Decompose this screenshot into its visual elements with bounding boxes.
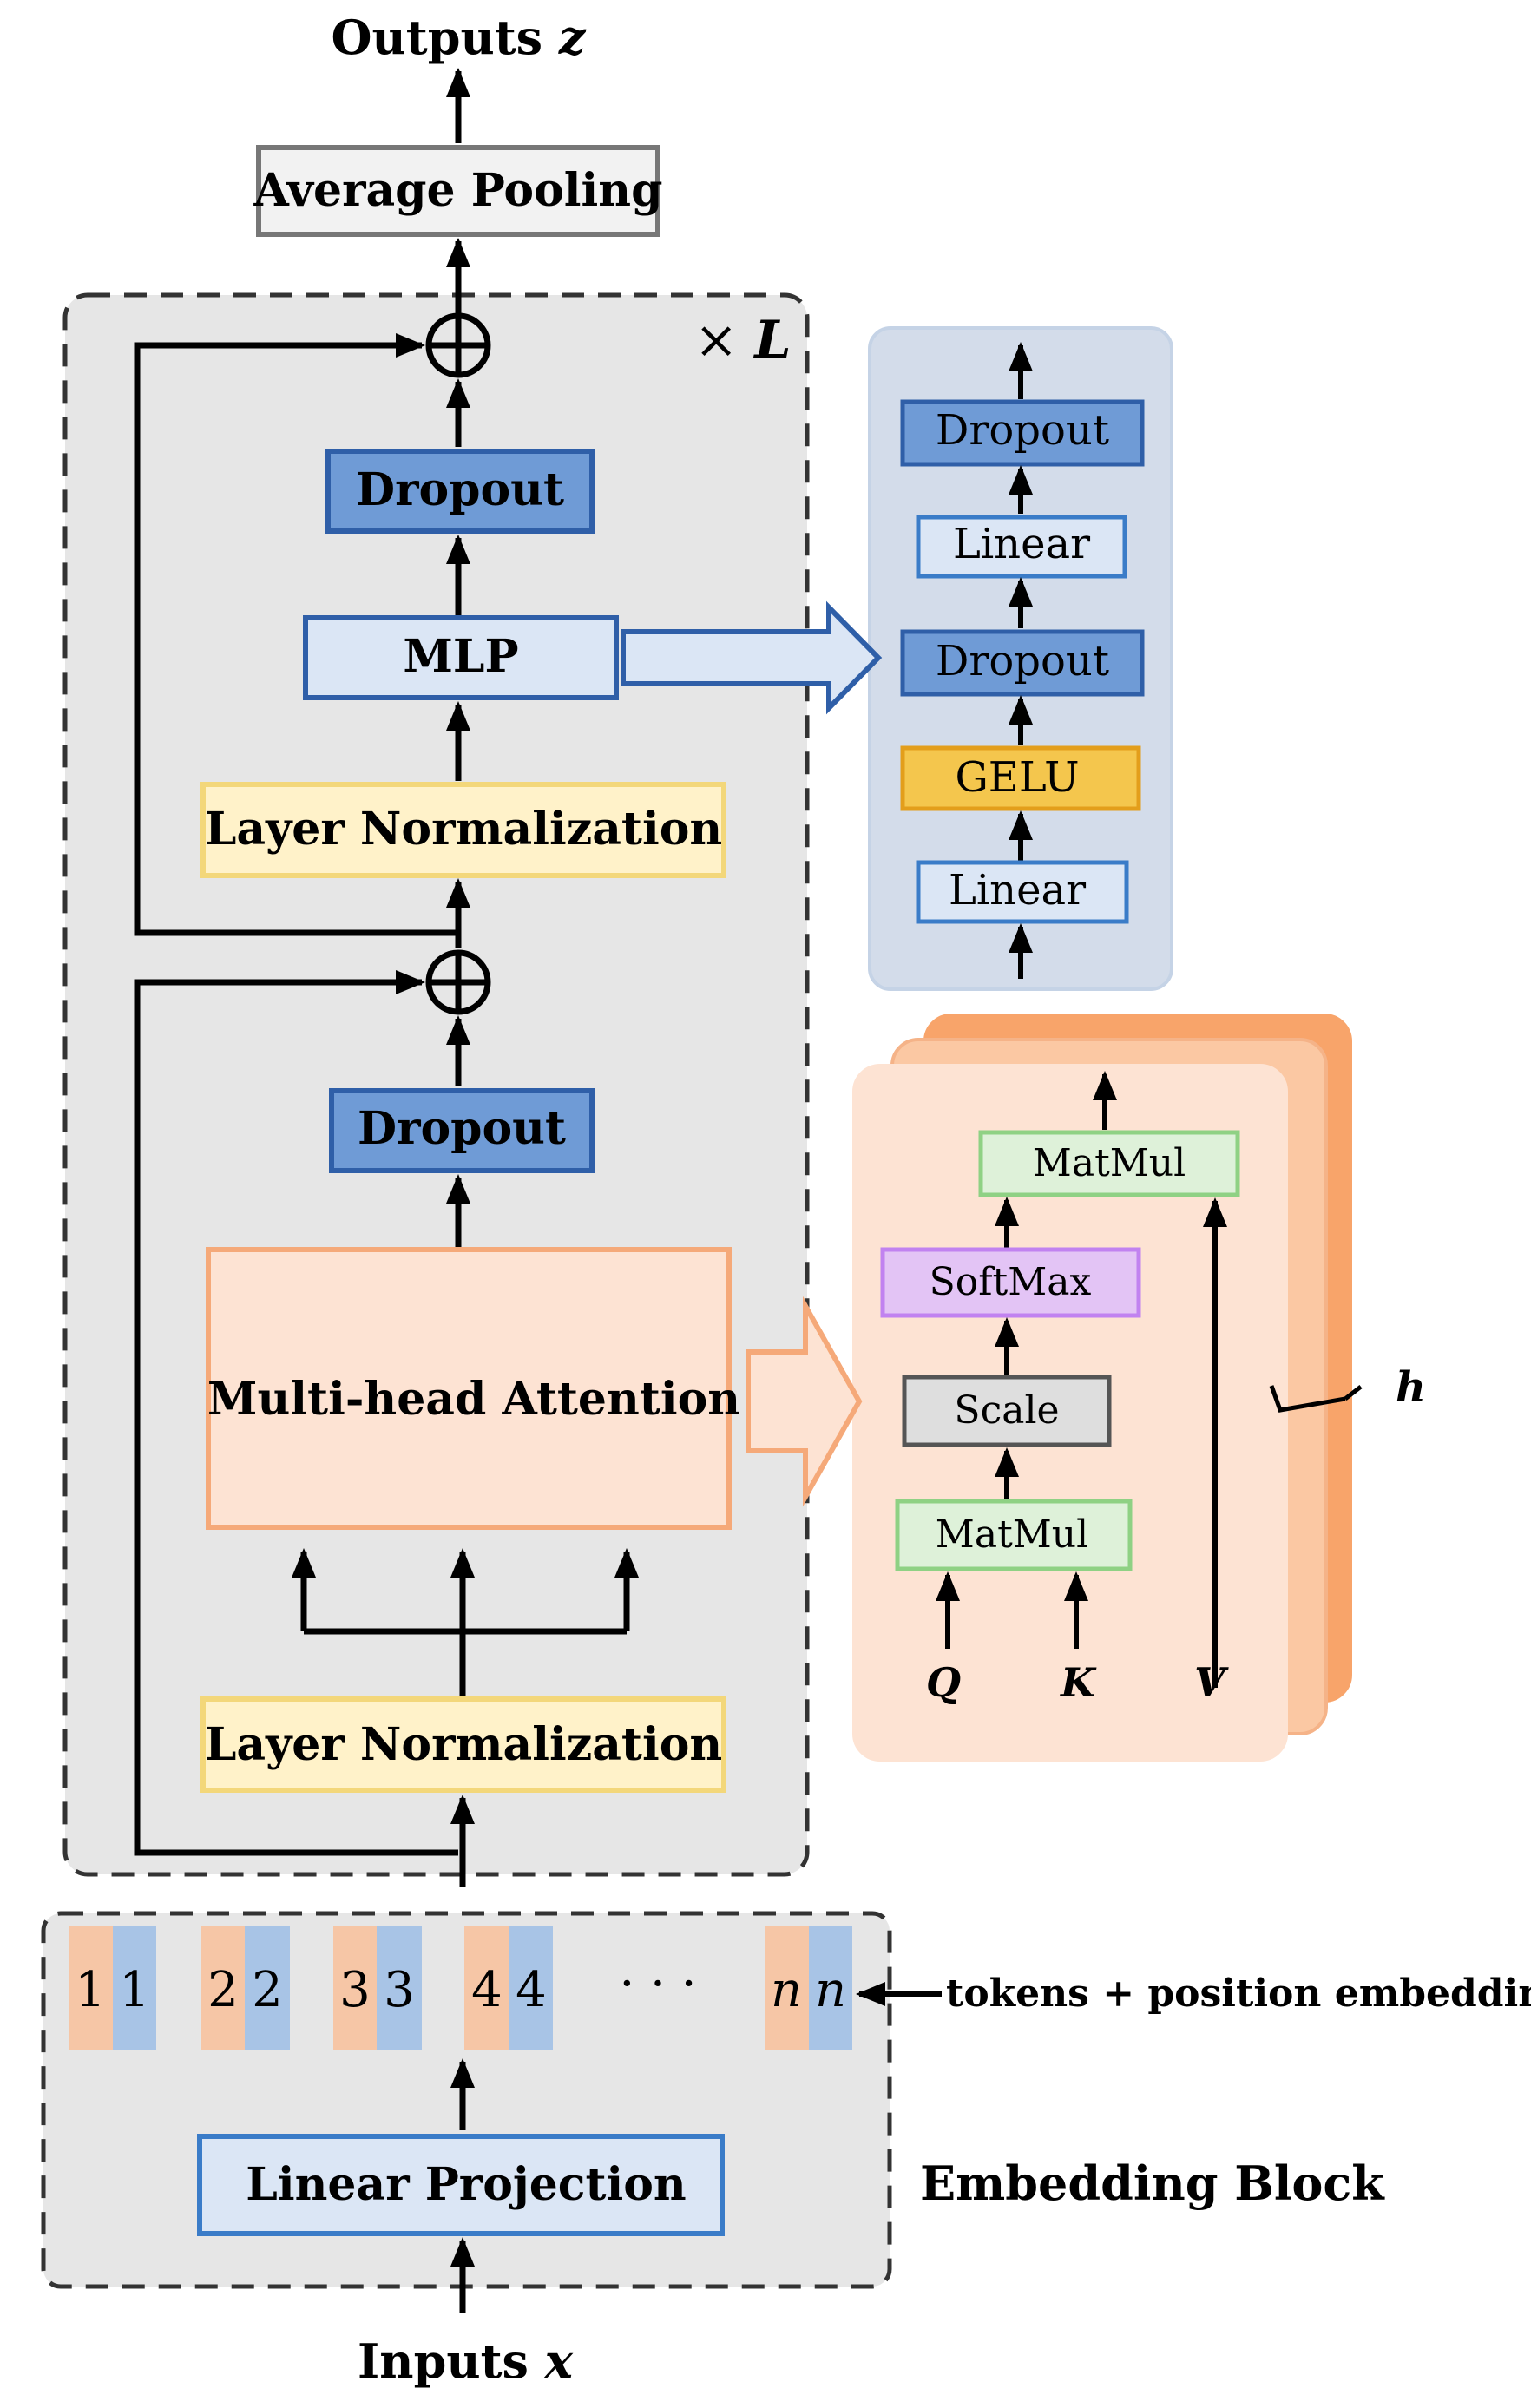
linear-projection-block: Linear Projection xyxy=(197,2134,725,2236)
residual-add-top xyxy=(425,312,491,378)
linear-projection-label: Linear Projection xyxy=(246,2158,686,2211)
token-1: 1 1 xyxy=(69,1926,156,2050)
repeat-var: L xyxy=(752,310,791,371)
mlp-detail-gelu-label: GELU xyxy=(955,753,1079,802)
outputs-var: z xyxy=(558,10,587,65)
dropout-top-block: Dropout xyxy=(325,449,595,534)
mlp-label: MLP xyxy=(403,630,518,683)
attention-k-label: K xyxy=(1059,1659,1097,1706)
mlp-detail-linear-top-label: Linear xyxy=(953,520,1090,568)
layer-norm-top-block: Layer Normalization xyxy=(200,782,726,878)
repeat-text: × xyxy=(694,310,754,371)
tokens-label: tokens + position embedding xyxy=(946,1972,1531,2016)
attention-detail-flow: MatMul SoftMax Scale MatMul Q K V xyxy=(880,1071,1240,1706)
repeat-label: × L xyxy=(694,310,792,371)
multi-head-attention-label: Multi-head Attention xyxy=(207,1373,740,1426)
dropout-top-label: Dropout xyxy=(356,463,564,516)
qkv-branch-arrows xyxy=(292,1548,639,1696)
token-2-a: 2 xyxy=(207,1962,239,2018)
average-pooling-block: Average Pooling xyxy=(253,145,663,237)
token-2: 2 2 xyxy=(201,1926,290,2050)
token-n-a: n xyxy=(771,1962,802,2018)
residual-skip-top xyxy=(134,333,458,936)
inputs-var: x xyxy=(544,2333,574,2389)
inputs-text: Inputs xyxy=(358,2333,545,2389)
mlp-block: MLP xyxy=(303,615,619,700)
token-n: n n xyxy=(766,1926,852,2050)
dropout-mid-block: Dropout xyxy=(329,1088,595,1173)
mlp-detail-linear-bottom-label: Linear xyxy=(949,866,1086,915)
attention-matmul-top-label: MatMul xyxy=(1033,1141,1186,1185)
token-3-a: 3 xyxy=(339,1962,371,2018)
multi-head-attention-block: Multi-head Attention xyxy=(206,1247,740,1530)
token-1-a: 1 xyxy=(75,1962,106,2018)
heads-label: h xyxy=(1396,1363,1426,1412)
attention-v-label: V xyxy=(1194,1659,1229,1706)
residual-skip-mid xyxy=(134,970,458,1856)
token-1-b: 1 xyxy=(119,1962,150,2018)
token-4-b: 4 xyxy=(516,1962,547,2018)
inputs-label: Inputs x xyxy=(358,2333,574,2389)
outputs-label: Outputs z xyxy=(331,10,586,65)
layer-norm-bottom-block: Layer Normalization xyxy=(200,1696,726,1793)
embedding-block-label: Embedding Block xyxy=(920,2155,1385,2211)
token-n-b: n xyxy=(815,1962,846,2018)
outputs-text: Outputs xyxy=(331,10,558,65)
residual-add-mid xyxy=(425,949,491,1015)
attention-expand-arrow xyxy=(746,1296,863,1507)
mlp-detail-flow: Dropout Linear Dropout GELU Linear xyxy=(900,342,1145,979)
dropout-mid-label: Dropout xyxy=(358,1102,566,1155)
mlp-detail-dropout-top-label: Dropout xyxy=(936,406,1109,455)
token-3-b: 3 xyxy=(384,1962,415,2018)
token-3: 3 3 xyxy=(333,1926,422,2050)
layer-norm-top-label: Layer Normalization xyxy=(205,803,722,856)
token-4-a: 4 xyxy=(471,1962,503,2018)
token-ellipsis: · · · xyxy=(619,1956,696,2012)
attention-q-label: Q xyxy=(926,1659,961,1706)
heads-brace xyxy=(1269,1385,1363,1413)
mlp-expand-arrow xyxy=(621,600,883,715)
average-pooling-label: Average Pooling xyxy=(253,164,663,217)
attention-softmax-label: SoftMax xyxy=(930,1260,1092,1304)
mlp-detail-dropout-bottom-label: Dropout xyxy=(936,637,1109,686)
layer-norm-bottom-label: Layer Normalization xyxy=(205,1718,722,1771)
token-4: 4 4 xyxy=(464,1926,553,2050)
attention-matmul-bottom-label: MatMul xyxy=(936,1512,1088,1557)
token-2-b: 2 xyxy=(252,1962,283,2018)
attention-scale-label: Scale xyxy=(954,1388,1059,1433)
